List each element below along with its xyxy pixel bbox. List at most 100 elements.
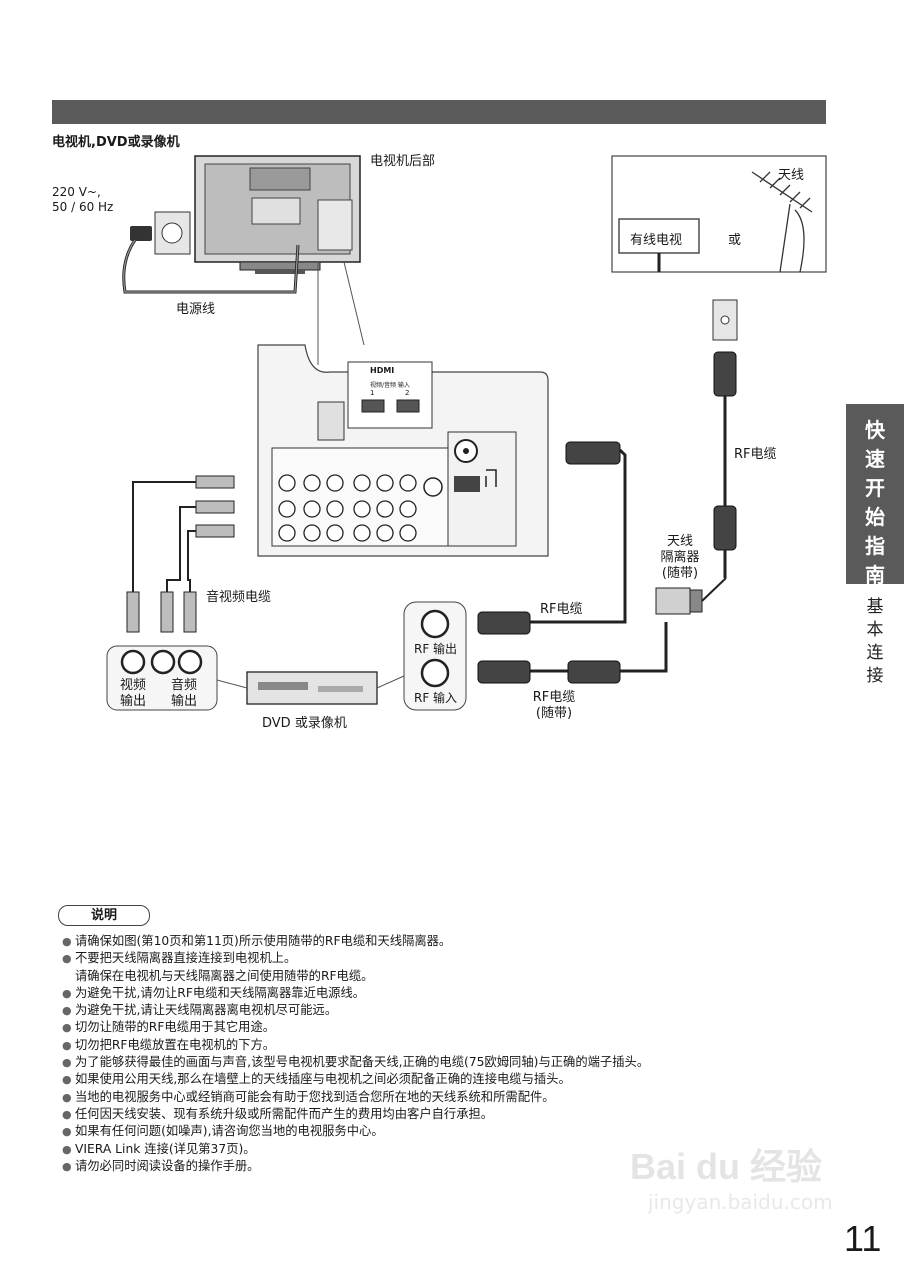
note-item: ●为避免干扰,请勿让RF电缆和天线隔离器靠近电源线。 [62, 985, 822, 1002]
side-tab-basic-connection: 基 本 连 接 [846, 596, 904, 688]
antenna-icon [751, 171, 813, 273]
note-item: ●如果使用公用天线,那么在墙壁上的天线插座与电视机之间必须配备正确的连接电缆与插… [62, 1071, 822, 1088]
note-text: 当地的电视服务中心或经销商可能会有助于您找到适合您所在地的天线系统和所需配件。 [75, 1089, 555, 1104]
cable-tv-label: 有线电视 [630, 233, 683, 248]
audio-out-line-1: 音频 [170, 678, 197, 693]
bullet-icon: ● [62, 1038, 72, 1052]
note-item: ●为避免干扰,请让天线隔离器离电视机尽可能远。 [62, 1002, 822, 1019]
bullet-icon: ● [62, 1125, 72, 1139]
bullet-icon: ● [62, 952, 72, 966]
terminal-panel [257, 344, 549, 557]
isolator-line-3: (随带) [661, 566, 699, 581]
rf-cable-bottom-line-1: RF电缆 [532, 690, 576, 705]
notes-badge: 说明 [58, 905, 150, 926]
av-cable-label: 音视频电缆 [206, 590, 272, 605]
dvd-recorder [246, 671, 378, 705]
hdmi-port-1-label: 1 [370, 389, 375, 397]
bullet-icon: ● [62, 1159, 72, 1173]
notes-list: ●请确保如图(第10页和第11页)所示使用随带的RF电缆和天线隔离器。 ●不要把… [62, 933, 822, 1175]
side-tab-char: 南 [865, 563, 885, 587]
voltage-line-1: 220 V~, [52, 185, 101, 199]
note-item: ●请确保如图(第10页和第11页)所示使用随带的RF电缆和天线隔离器。 [62, 933, 822, 950]
note-text: 不要把天线隔离器直接连接到电视机上。 [75, 951, 297, 966]
rf-out-label: RF 输出 [414, 642, 458, 656]
isolator-line-2: 隔离器 [660, 550, 700, 565]
bullet-icon: ● [62, 1056, 72, 1070]
rf-cable-bottom-line-2: (随带) [535, 706, 573, 721]
note-item: 请确保在电视机与天线隔离器之间使用随带的RF电缆。 [62, 968, 822, 985]
antenna-label: 天线 [778, 168, 805, 183]
hdmi-port-2-label: 2 [405, 389, 410, 397]
bullet-icon: ● [62, 1107, 72, 1121]
note-text: 请勿必同时阅读设备的操作手册。 [75, 1158, 260, 1173]
note-text: 任何因天线安装、现有系统升级或所需配件而产生的费用均由客户自行承担。 [75, 1106, 494, 1121]
note-text: 请确保在电视机与天线隔离器之间使用随带的RF电缆。 [75, 968, 374, 983]
rf-cable-label-bottom: RF电缆 (随带) [522, 690, 586, 722]
tv-back-label: 电视机后部 [370, 154, 436, 169]
note-item: ●请勿必同时阅读设备的操作手册。 [62, 1158, 822, 1175]
video-out-label: 视频 输出 [115, 678, 151, 710]
bullet-icon: ● [62, 1090, 72, 1104]
rf-cable-label-top: RF电缆 [734, 447, 777, 462]
note-text: 切勿让随带的RF电缆用于其它用途。 [75, 1020, 276, 1035]
bullet-icon: ● [62, 935, 72, 948]
bullet-icon: ● [62, 1004, 72, 1018]
note-item: ●如果有任何问题(如噪声),请咨询您当地的电视服务中心。 [62, 1123, 822, 1140]
rf-in-label: RF 输入 [414, 691, 458, 705]
hdmi-logo: HDMI [370, 366, 395, 375]
side-tab-char: 指 [865, 534, 885, 558]
rca-jacks [278, 474, 417, 542]
av-plugs-bottom [126, 591, 197, 633]
watermark-logo: Bai du 经验 [630, 1146, 823, 1187]
note-text: 为避免干扰,请让天线隔离器离电视机尽可能远。 [75, 1003, 338, 1018]
audio-out-line-2: 输出 [170, 694, 197, 709]
voltage-line-2: 50 / 60 Hz [52, 200, 114, 214]
power-cord-label: 电源线 [176, 302, 216, 317]
note-text: 如果使用公用天线,那么在墙壁上的天线插座与电视机之间必须配备正确的连接电缆与插头… [75, 1072, 571, 1087]
side-tab-quick-start: 快 速 开 始 指 南 [846, 404, 904, 587]
note-text: 请确保如图(第10页和第11页)所示使用随带的RF电缆和天线隔离器。 [75, 934, 452, 948]
wall-socket [130, 211, 191, 255]
side-tab-char: 开 [865, 476, 885, 500]
side-tab-char: 速 [865, 447, 885, 471]
video-out-line-1: 视频 [119, 678, 146, 693]
note-text: VIERA Link 连接(详见第37页)。 [75, 1141, 256, 1156]
side-tab-char: 快 [865, 418, 885, 442]
bullet-icon: ● [62, 1073, 72, 1087]
av-plugs-panel [195, 475, 235, 538]
note-item: ●当地的电视服务中心或经销商可能会有助于您找到适合您所在地的天线系统和所需配件。 [62, 1089, 822, 1106]
voltage-label: 220 V~, 50 / 60 Hz [52, 185, 113, 215]
side-sub-char: 本 [866, 620, 884, 640]
note-text: 为避免干扰,请勿让RF电缆和天线隔离器靠近电源线。 [75, 985, 366, 1000]
note-item: ●为了能够获得最佳的画面与声音,该型号电视机要求配备天线,正确的电缆(75欧姆同… [62, 1054, 822, 1071]
page-number: 11 [844, 1218, 882, 1259]
video-out-line-2: 输出 [119, 694, 146, 709]
or-label: 或 [728, 233, 742, 248]
audio-out-label: 音频 输出 [166, 678, 202, 710]
isolator-line-1: 天线 [666, 534, 693, 549]
bullet-icon: ● [62, 1142, 72, 1156]
section-header-bar [52, 100, 826, 124]
side-sub-char: 基 [866, 597, 884, 617]
side-tab-char: 始 [865, 505, 885, 529]
note-item: ●任何因天线安装、现有系统升级或所需配件而产生的费用均由客户自行承担。 [62, 1106, 822, 1123]
tv-rear-illustration [194, 155, 361, 274]
note-item: ●不要把天线隔离器直接连接到电视机上。 [62, 950, 822, 967]
rf-cable-label-mid: RF电缆 [540, 602, 583, 617]
note-item: ●切勿把RF电缆放置在电视机的下方。 [62, 1037, 822, 1054]
side-sub-char: 接 [866, 666, 884, 686]
bullet-icon: ● [62, 1021, 72, 1035]
hdmi-input-label: 视频/音频 输入 [370, 382, 410, 389]
note-text: 如果有任何问题(如噪声),请咨询您当地的电视服务中心。 [75, 1124, 384, 1139]
note-text: 切勿把RF电缆放置在电视机的下方。 [75, 1037, 276, 1052]
watermark-url: jingyan.baidu.com [648, 1190, 833, 1214]
baidu-watermark: Bai du 经验 jingyan.baidu.com [630, 1138, 860, 1218]
bullet-icon: ● [62, 986, 72, 1000]
section-title: 电视机,DVD或录像机 [52, 135, 180, 150]
antenna-isolator-label: 天线 隔离器 (随带) [652, 534, 708, 582]
dvd-label: DVD 或录像机 [262, 716, 347, 731]
note-text: 为了能够获得最佳的画面与声音,该型号电视机要求配备天线,正确的电缆(75欧姆同轴… [75, 1055, 650, 1070]
note-item: ●切勿让随带的RF电缆用于其它用途。 [62, 1019, 822, 1036]
note-item: ●VIERA Link 连接(详见第37页)。 [62, 1141, 822, 1158]
